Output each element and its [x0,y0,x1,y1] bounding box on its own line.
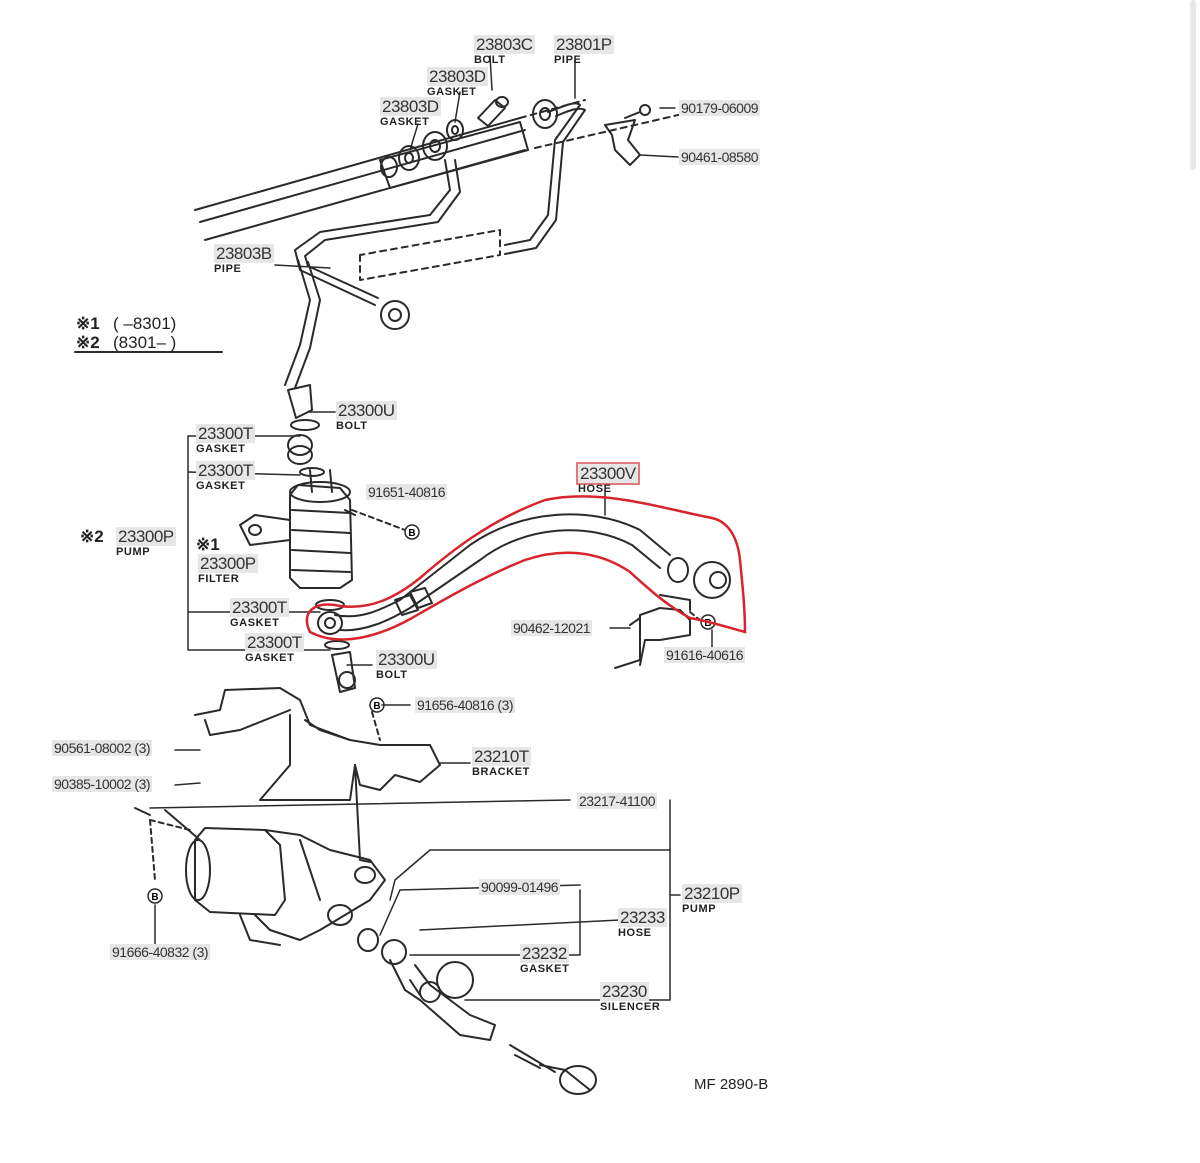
part-label-90099: 90099-01496 [479,879,561,895]
silencer-assembly [357,928,597,1095]
scrollbar[interactable] [1190,0,1196,170]
callout-b: B [151,892,158,903]
legend-ref1-range: ( –8301) [113,314,177,333]
part-label-90385: 90385-10002 (3) [52,776,153,792]
legend-ref2-mark: ※2 [76,333,100,352]
filter-ref-mark: ※1 [196,535,220,554]
part-label-91656: 91656-40816 (3) [415,697,516,713]
fuel-pump-23210P [134,807,386,946]
fuel-filter [239,469,356,611]
diagram-code: MF 2890-B [694,1076,769,1093]
part-label-90561: 90561-08002 (3) [52,740,153,756]
legend-ref2-range: (8301– ) [113,333,177,352]
callout-b: B [408,528,415,539]
upper-banjo [287,384,325,477]
part-label-91616: 91616-40616 [664,647,746,663]
pipe-23801P [504,99,586,255]
callout-lines [149,55,713,1001]
part-label-90179: 90179-06009 [679,100,761,116]
callout-b-marks: B B B B [147,524,716,904]
part-label-90461: 90461-08580 [679,149,761,165]
legend-ref1-mark: ※1 [76,314,100,333]
bracket-top-right [604,104,651,166]
callout-b: B [373,701,380,712]
part-label-91666: 91666-40832 (3) [110,944,211,960]
part-label-91651: 91651-40816 [366,484,448,500]
hose-23300V [317,513,731,635]
lower-banjo [324,640,356,693]
part-label-23217: 23217-41100 [577,793,657,809]
part-label-90462: 90462-12021 [511,620,593,636]
bracket-23210T [194,687,441,863]
pump-ref-mark: ※2 [80,527,104,546]
highlight-outline [305,495,747,641]
callout-b: B [704,618,711,629]
pipe-23803B [284,159,501,389]
